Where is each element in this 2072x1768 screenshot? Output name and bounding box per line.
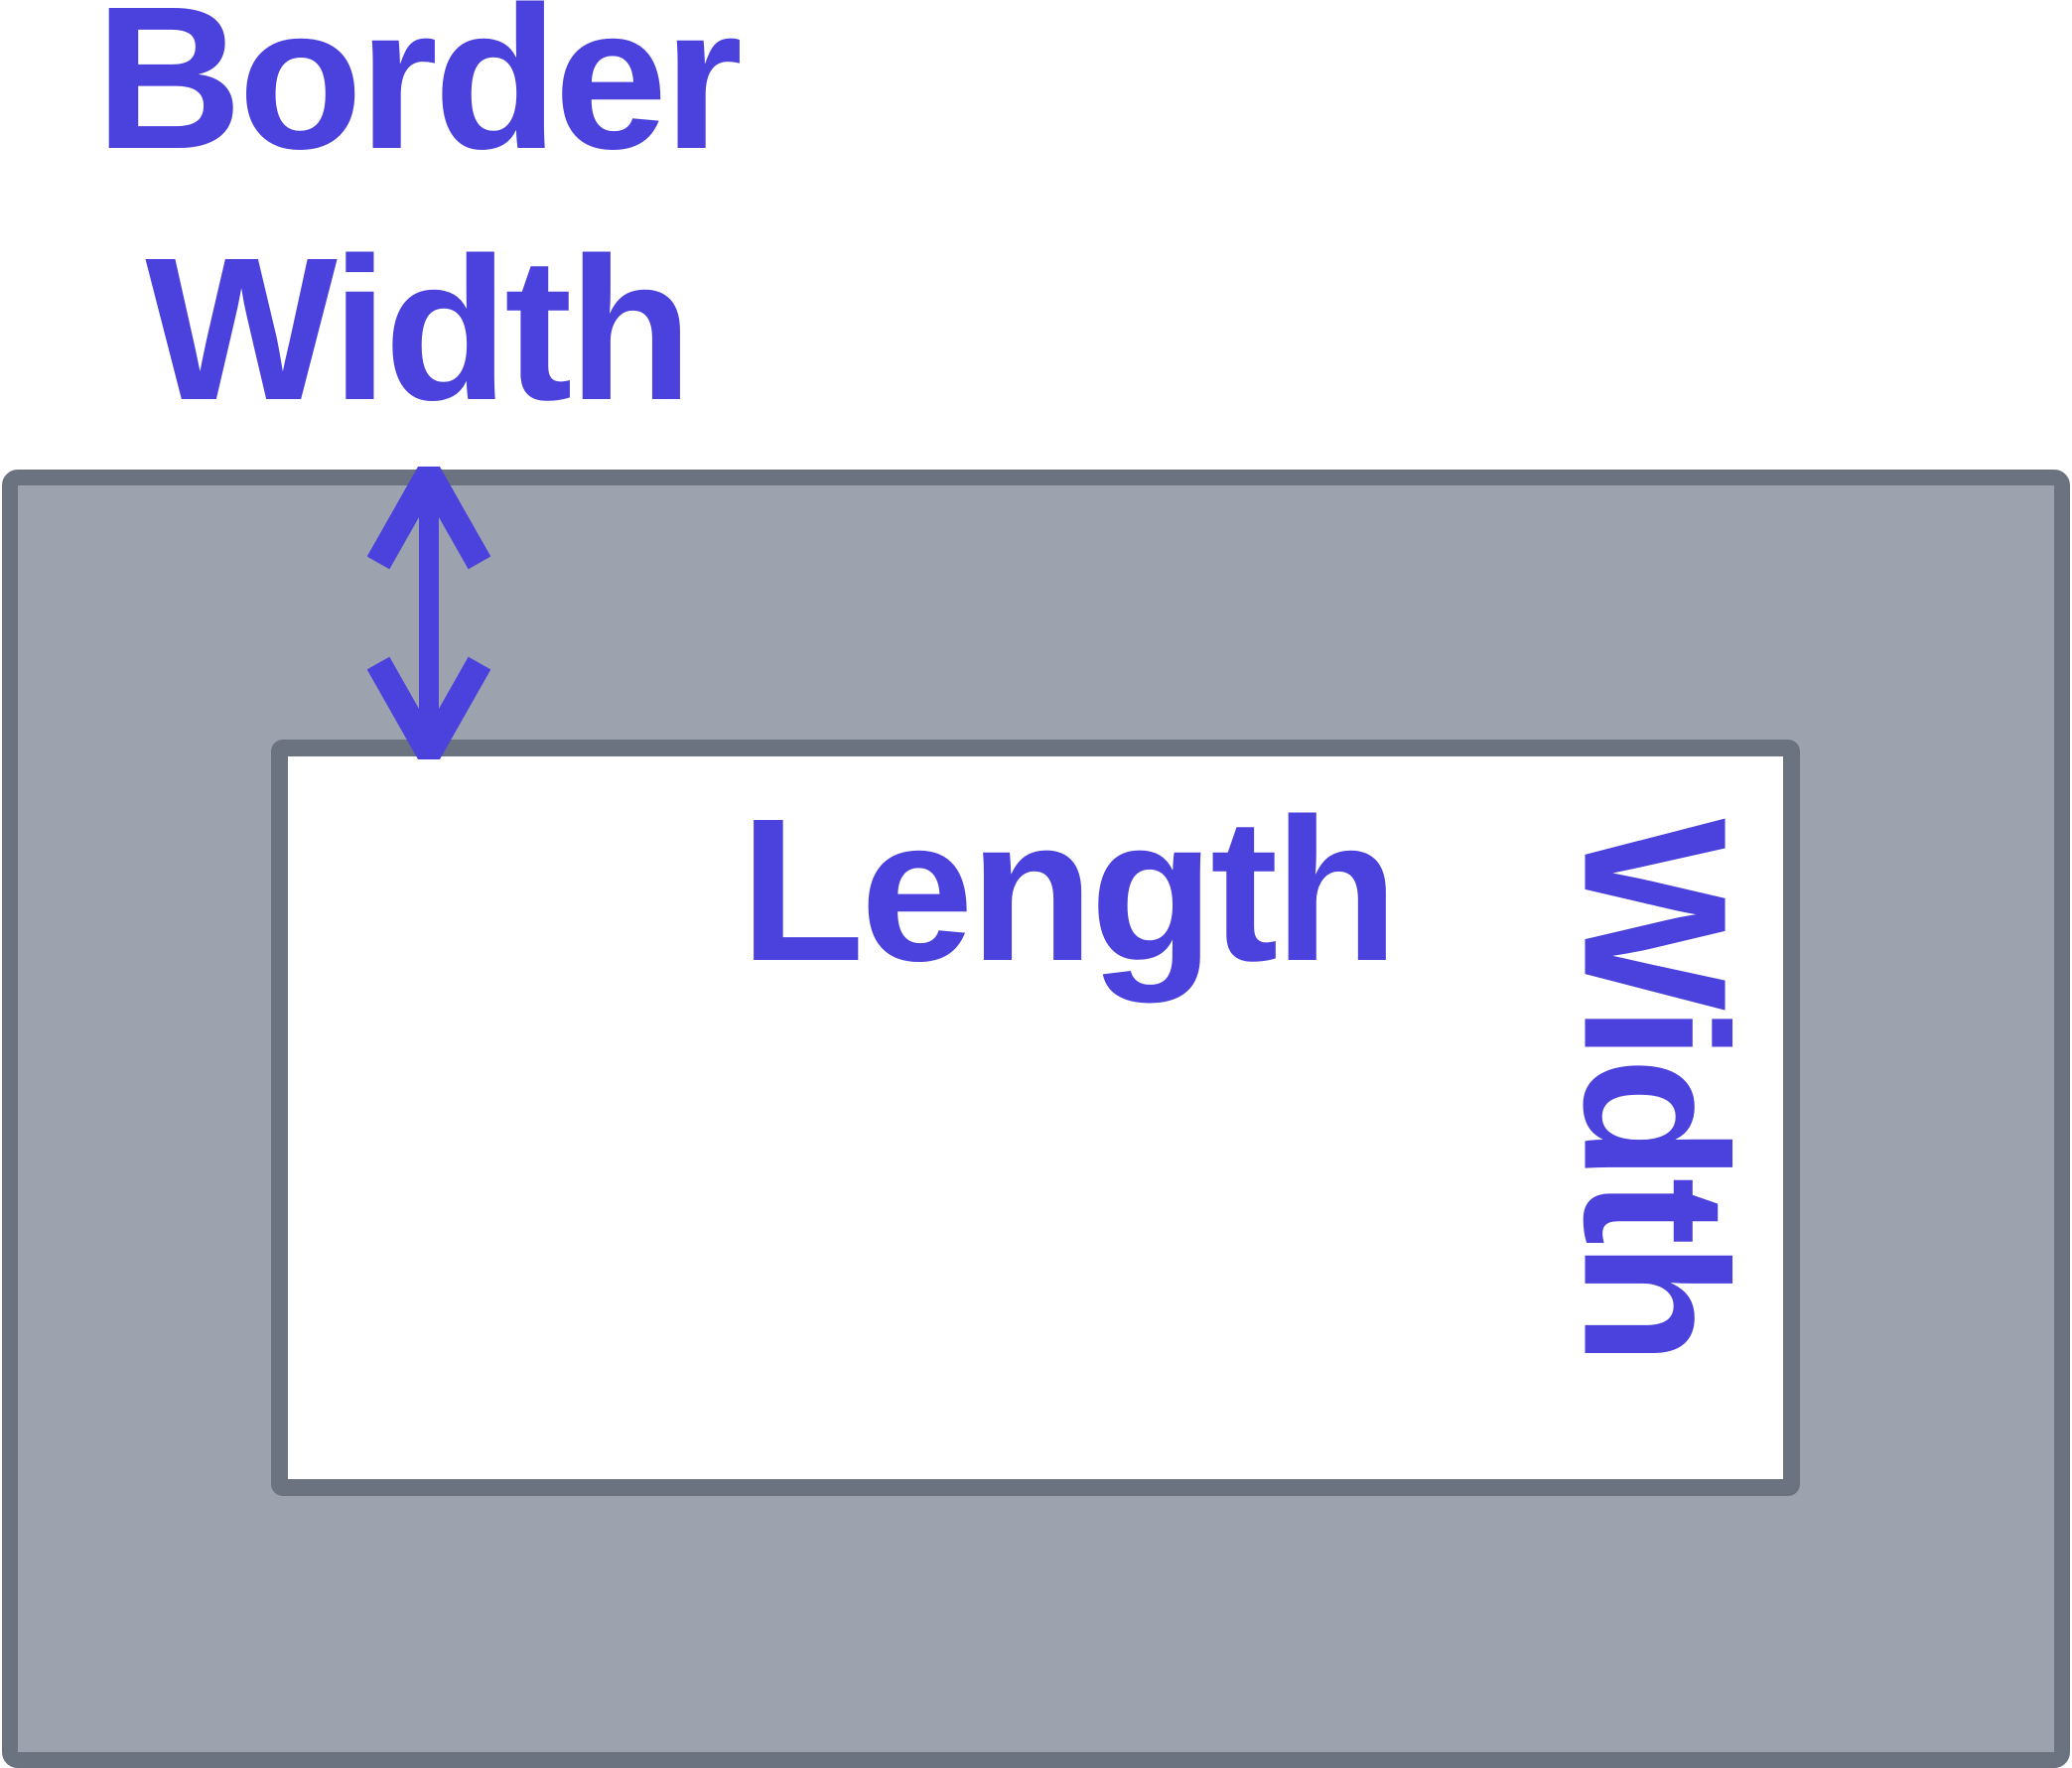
border-width-arrow-icon [367, 467, 490, 759]
width-label: Width [1541, 818, 1769, 1362]
length-label: Length [740, 776, 1398, 1004]
arrow-head-bottom [367, 656, 490, 759]
arrow-head-top [367, 467, 490, 570]
inner-rectangle [271, 740, 1800, 1496]
border-width-label: Border Width [94, 0, 743, 443]
